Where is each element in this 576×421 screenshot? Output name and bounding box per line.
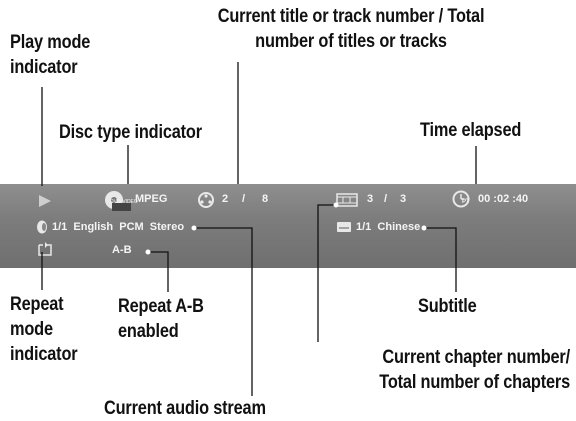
subtitle-value: 1/1 Chinese	[356, 221, 421, 233]
play-icon	[39, 195, 51, 207]
subtitle-icon	[337, 222, 351, 232]
play-mode-label: Play mode indicator	[10, 32, 91, 78]
title-current: 2	[222, 193, 229, 205]
title-icon	[198, 192, 214, 208]
time-value: 00 :02 :40	[478, 193, 529, 205]
time-badge: PT	[462, 199, 470, 205]
osd-bar: DVD-VIDEO MPEG 2 / 8 3 / 3 PT 00 :02 :40…	[0, 184, 576, 268]
title-total: 8	[262, 193, 269, 205]
repeat-mode-label: Repeat mode indicator	[10, 294, 78, 365]
clock-icon	[452, 190, 470, 208]
audio-icon	[37, 220, 47, 234]
disc-type-label: Disc type indicator	[59, 122, 202, 143]
current-audio-label: Current audio stream	[104, 398, 266, 419]
disc-type-value: MPEG	[135, 193, 168, 205]
chapter-total: 3	[400, 193, 407, 205]
chapter-icon	[336, 193, 358, 207]
chapter-sep: /	[384, 193, 388, 205]
subtitle-label: Subtitle	[418, 296, 477, 317]
title-sep: /	[242, 193, 246, 205]
disc-icon	[105, 191, 131, 211]
repeat-icon	[38, 242, 52, 256]
disc-logo-text: DVD-VIDEO	[110, 199, 138, 205]
current-chapter-label: Current chapter number/ Total number of …	[379, 347, 570, 393]
audio-stream-value: 1/1 English PCM Stereo	[52, 221, 185, 233]
current-title-label: Current title or track number / Total nu…	[217, 6, 485, 52]
repeat-ab-label: Repeat A-B enabled	[118, 296, 204, 342]
time-elapsed-label: Time elapsed	[420, 120, 522, 141]
repeat-ab-value: A-B	[112, 244, 132, 256]
chapter-current: 3	[367, 193, 374, 205]
